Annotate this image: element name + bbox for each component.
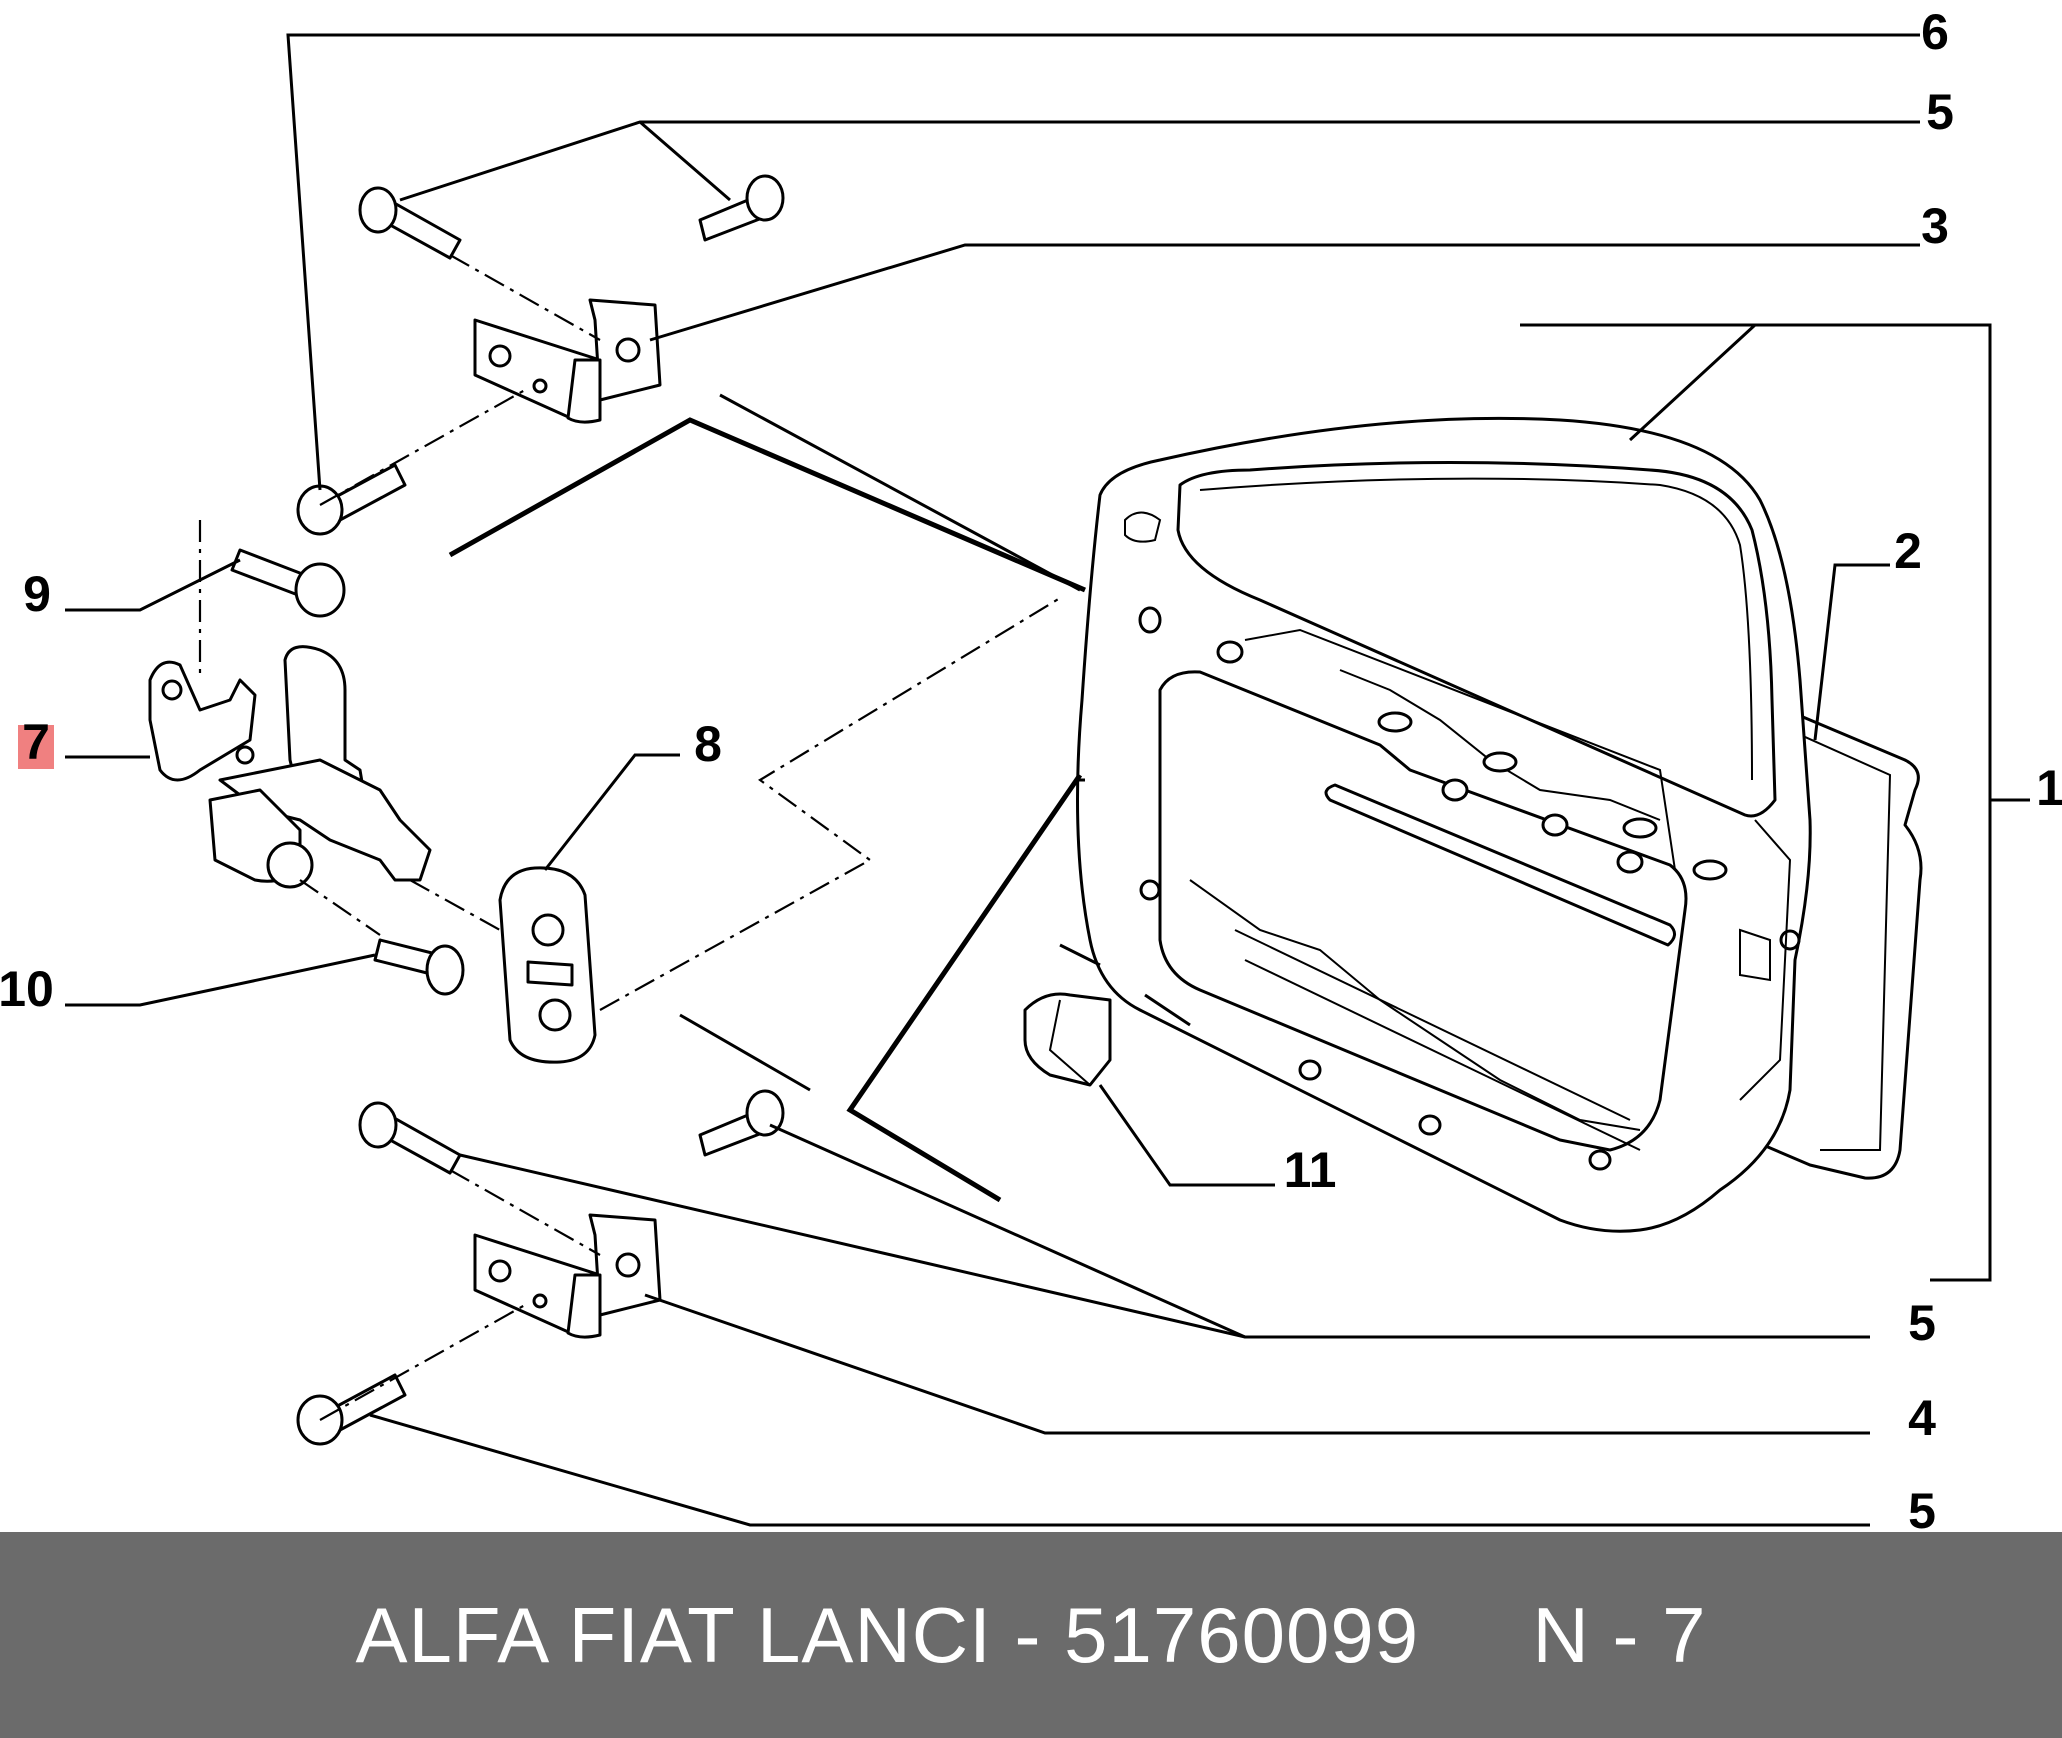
callout-1: 1 <box>2036 760 2062 816</box>
part-number-banner: ALFA FIAT LANCI - 51760099 N - 7 <box>0 1532 2062 1738</box>
callout-5-mid: 5 <box>1908 1295 1936 1351</box>
assembly-lines <box>198 254 1061 1421</box>
callout-7: 7 <box>22 714 50 770</box>
callout-3: 3 <box>1921 198 1949 254</box>
hinge-axis-lines <box>448 393 1191 1203</box>
callout-5-bottom: 5 <box>1908 1483 1936 1532</box>
cap <box>1023 992 1112 1087</box>
door-check-strap <box>148 645 432 889</box>
lower-hinge <box>473 1213 662 1339</box>
door-stopper-block <box>498 866 597 1064</box>
callout-5-top: 5 <box>1926 84 1954 140</box>
door-frame <box>1076 416 1923 1233</box>
callout-11: 11 <box>1284 1142 1337 1198</box>
callout-4: 4 <box>1908 1390 1936 1446</box>
callout-8: 8 <box>694 716 722 772</box>
part-number-caption: ALFA FIAT LANCI - 51760099 N - 7 <box>355 1590 1707 1679</box>
callout-6: 6 <box>1921 4 1949 60</box>
upper-hinge <box>473 298 662 424</box>
callout-labels: 6 5 3 2 1 9 7 8 10 11 5 4 5 <box>0 4 2062 1532</box>
callout-2: 2 <box>1894 523 1922 579</box>
callout-highlight <box>18 725 54 769</box>
leader-lines <box>65 33 2030 1527</box>
parts-diagram: 6 5 3 2 1 9 7 8 10 11 5 4 5 <box>0 4 2062 1532</box>
callout-10: 10 <box>0 961 54 1017</box>
callout-9: 9 <box>23 566 51 622</box>
bolts <box>230 174 785 1446</box>
